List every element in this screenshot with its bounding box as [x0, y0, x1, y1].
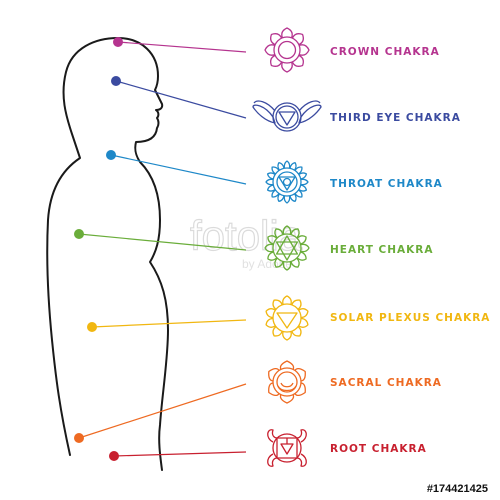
petal: [265, 308, 276, 319]
petal: [300, 178, 309, 186]
petal: [282, 295, 292, 305]
human-silhouette: [46, 37, 169, 471]
petal: [274, 228, 284, 239]
petal: [281, 61, 293, 73]
sacral-chakra-symbol: [268, 360, 306, 404]
solar-body-dot: [87, 322, 97, 332]
sacral-body-dot: [74, 433, 84, 443]
petal: [294, 189, 303, 198]
petal: [289, 161, 297, 171]
solar-plexus-chakra-symbol: [265, 295, 309, 341]
petal: [265, 178, 274, 186]
third-eye-chakra-symbol: [252, 100, 322, 132]
root-leader-line: [113, 451, 247, 457]
petal: [298, 184, 308, 192]
petal: [271, 166, 280, 175]
petal: [272, 326, 283, 337]
crown-chakra-symbol: [264, 27, 310, 73]
petal: [264, 44, 276, 56]
petal: [294, 166, 303, 175]
petal: [296, 235, 307, 245]
root-body-dot: [109, 451, 119, 461]
petal: [279, 360, 295, 370]
petal: [291, 54, 304, 67]
chakra-labels: CROWN CHAKRA THIRD EYE CHAKRA THROAT CHA…: [330, 46, 490, 455]
petal: [264, 243, 274, 253]
petal: [279, 394, 295, 404]
root-chakra-label: ROOT CHAKRA: [330, 443, 427, 455]
petal: [265, 317, 276, 328]
petal: [294, 367, 306, 382]
petal: [267, 235, 278, 245]
petal: [294, 382, 306, 397]
heart-body-dot: [74, 229, 84, 239]
petal: [268, 382, 280, 397]
petal: [290, 228, 300, 239]
petal: [296, 251, 307, 261]
watermark: fotolia by Adobe: [189, 211, 303, 271]
stock-id: #174421425: [427, 483, 488, 495]
root-chakra-symbol: [267, 429, 307, 467]
heart-chakra-label: HEART CHAKRA: [330, 244, 434, 256]
throat-chakra-label: THROAT CHAKRA: [330, 178, 443, 190]
petal: [282, 225, 292, 235]
leader-lines: [78, 41, 247, 457]
petal: [268, 367, 280, 382]
solar-plexus-chakra-label: SOLAR PLEXUS CHAKRA: [330, 312, 490, 324]
chakra-symbols: [252, 27, 322, 467]
third-eye-chakra-label: THIRD EYE CHAKRA: [330, 112, 461, 124]
petal: [274, 257, 284, 268]
petal: [281, 27, 293, 39]
watermark-text: fotolia: [190, 212, 303, 259]
sacral-leader-line: [78, 383, 247, 439]
third-body-dot: [111, 76, 121, 86]
petal: [300, 243, 310, 253]
heart-leader-line: [78, 233, 247, 251]
heart-chakra-symbol: [264, 225, 310, 271]
petal: [291, 326, 302, 337]
petal: [291, 299, 302, 310]
petal: [282, 261, 292, 271]
petal: [277, 161, 285, 171]
petal: [277, 193, 285, 203]
petal: [298, 308, 309, 319]
petal: [283, 195, 291, 204]
crown-body-dot: [113, 37, 123, 47]
sacral-chakra-label: SACRAL CHAKRA: [330, 377, 442, 389]
petal: [266, 172, 276, 180]
crown-leader-line: [117, 41, 247, 53]
petal: [266, 184, 276, 192]
petal: [272, 299, 283, 310]
petal: [271, 189, 280, 198]
body-dots: [74, 37, 123, 461]
petal: [290, 257, 300, 268]
petal: [270, 33, 283, 46]
petal: [283, 160, 291, 169]
petal: [267, 251, 278, 261]
throat-body-dot: [106, 150, 116, 160]
petal: [282, 331, 292, 341]
throat-chakra-symbol: [265, 160, 309, 204]
crown-chakra-label: CROWN CHAKRA: [330, 46, 440, 58]
third-leader-line: [115, 80, 247, 119]
petal: [298, 317, 309, 328]
petal: [298, 172, 308, 180]
throat-leader-line: [110, 154, 247, 185]
petal: [270, 54, 283, 67]
solar-leader-line: [91, 319, 247, 328]
petal: [291, 33, 304, 46]
petal: [298, 44, 310, 56]
petal: [289, 193, 297, 203]
